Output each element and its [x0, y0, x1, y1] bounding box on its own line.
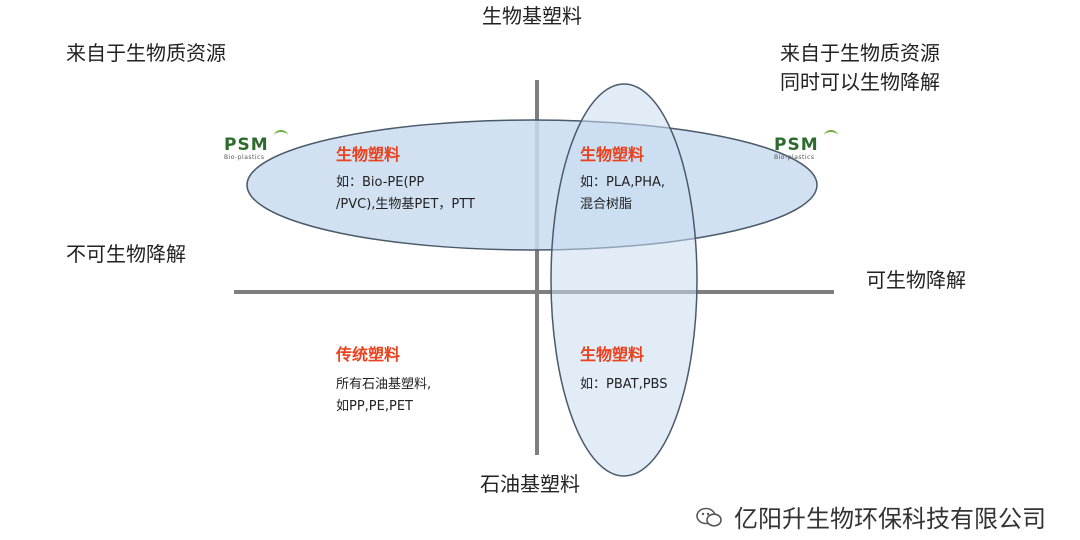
footer-text: 亿阳升生物环保科技有限公司: [734, 505, 1046, 533]
axis-label-right: 可生物降解: [866, 268, 966, 292]
quadrant-bottom-right-title: 生物塑料: [580, 345, 645, 364]
quadrant-top-right-title: 生物塑料: [580, 145, 645, 164]
logo-sub: Bio-plastics: [224, 154, 265, 161]
axis-label-top: 生物基塑料: [482, 4, 582, 28]
quadrant-top-left-desc-2: /PVC),生物基PET，PTT: [336, 197, 475, 212]
quadrant-top-left-desc-1: 如：Bio-PE(PP: [336, 175, 425, 190]
quadrant-bottom-right-desc-1: 如：PBAT,PBS: [580, 377, 668, 392]
wechat-icon: [694, 505, 724, 529]
corner-label-top-left: 来自于生物质资源: [66, 41, 226, 65]
psm-logo-right: PSM Bio-plastics: [774, 130, 838, 170]
logo-mark: PSM: [224, 135, 269, 155]
quadrant-bottom-left-title: 传统塑料: [336, 345, 401, 364]
leaf-icon: [274, 130, 288, 142]
psm-logo-left: PSM Bio-plastics: [224, 130, 288, 170]
logo-sub: Bio-plastics: [774, 154, 815, 161]
quadrant-top-left-title: 生物塑料: [336, 145, 401, 164]
axis-label-left: 不可生物降解: [66, 242, 186, 266]
axis-label-bottom: 石油基塑料: [480, 472, 580, 496]
logo-mark: PSM: [774, 135, 819, 155]
quadrant-bottom-left-desc-2: 如PP,PE,PET: [336, 399, 413, 414]
quadrant-bottom-left-desc-1: 所有石油基塑料,: [336, 377, 432, 392]
biodegradable-ellipse: [550, 83, 698, 477]
quadrant-top-right-desc-2: 混合树脂: [580, 197, 633, 212]
bio-based-ellipse: [246, 119, 818, 251]
corner-label-top-right-line1: 来自于生物质资源: [780, 41, 940, 65]
corner-label-top-right-line2: 同时可以生物降解: [780, 70, 940, 94]
leaf-icon: [824, 130, 838, 142]
footer-watermark: 亿阳升生物环保科技有限公司: [694, 499, 1046, 534]
quadrant-top-right-desc-1: 如：PLA,PHA,: [580, 175, 666, 190]
